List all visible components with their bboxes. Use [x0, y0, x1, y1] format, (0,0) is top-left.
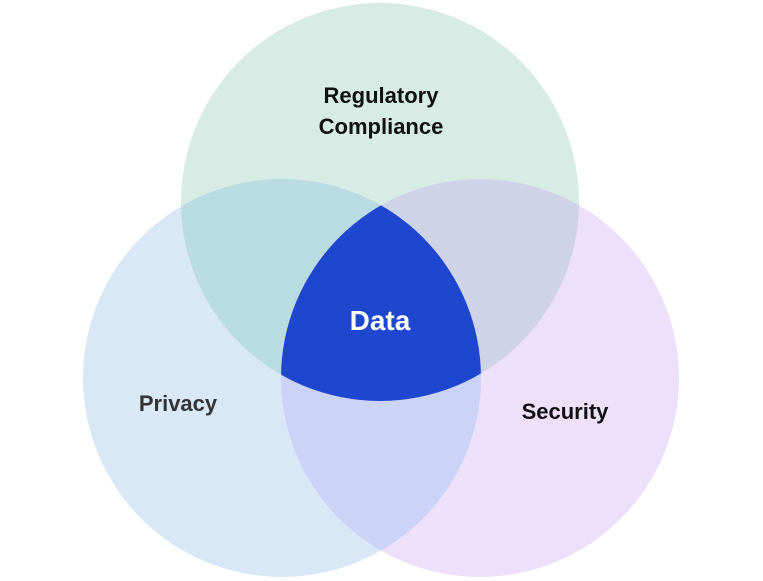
security-label: Security — [522, 399, 610, 424]
regulatory-label-line1: Regulatory — [324, 83, 440, 108]
regulatory-label-line2: Compliance — [319, 114, 444, 139]
privacy-label: Privacy — [139, 391, 218, 416]
center-label: Data — [350, 305, 411, 336]
